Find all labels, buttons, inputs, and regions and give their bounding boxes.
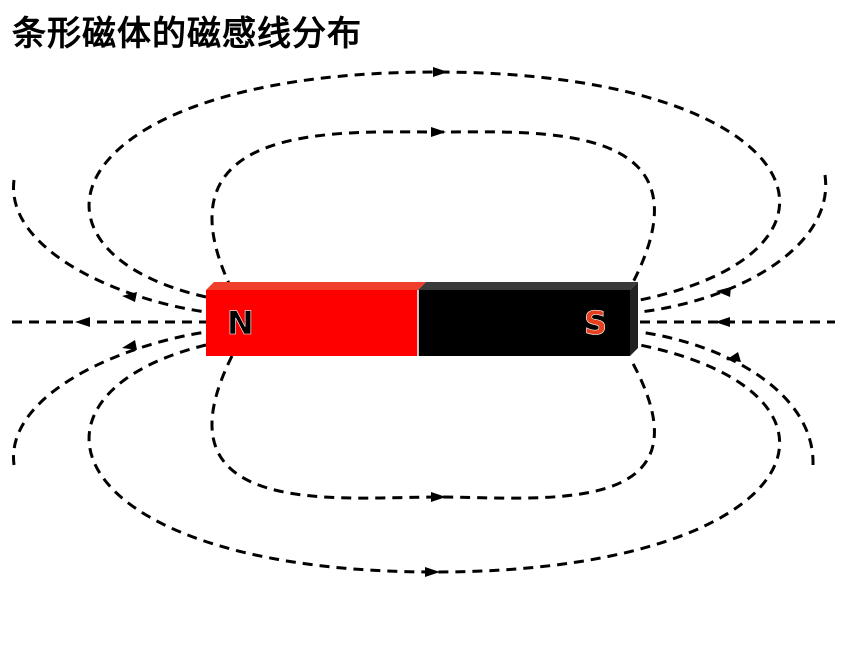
field-line-open-top-left	[12, 179, 207, 314]
arrow-inner-top	[431, 127, 446, 137]
field-line-open-bottom-right	[639, 330, 815, 466]
magnet-top-face-south	[418, 282, 638, 290]
field-line-outer-bottom	[87, 343, 782, 574]
magnet-north-half	[206, 290, 418, 356]
arrow-inner-bottom	[431, 492, 446, 502]
arrow-outer-bottom	[425, 567, 440, 577]
field-line-inner-top	[210, 130, 656, 291]
south-pole-label: S	[584, 304, 607, 342]
page-title: 条形磁体的磁感线分布	[12, 14, 362, 54]
magnet-south-half	[418, 290, 630, 356]
axis-arrow-right	[715, 317, 730, 327]
north-pole-label: N	[227, 304, 254, 342]
axis-arrow-left	[75, 317, 90, 327]
bar-magnet: N S	[206, 282, 638, 356]
magnet-side-face	[630, 282, 638, 356]
field-line-inner-bottom	[210, 355, 656, 500]
magnet-top-face-north	[206, 282, 426, 290]
arrow-outer-bottom-left	[122, 340, 137, 350]
field-line-outer-top	[87, 70, 782, 302]
field-line-open-top-right	[639, 174, 828, 314]
arrow-outer-top	[433, 67, 448, 77]
field-line-open-bottom-left	[12, 330, 207, 466]
